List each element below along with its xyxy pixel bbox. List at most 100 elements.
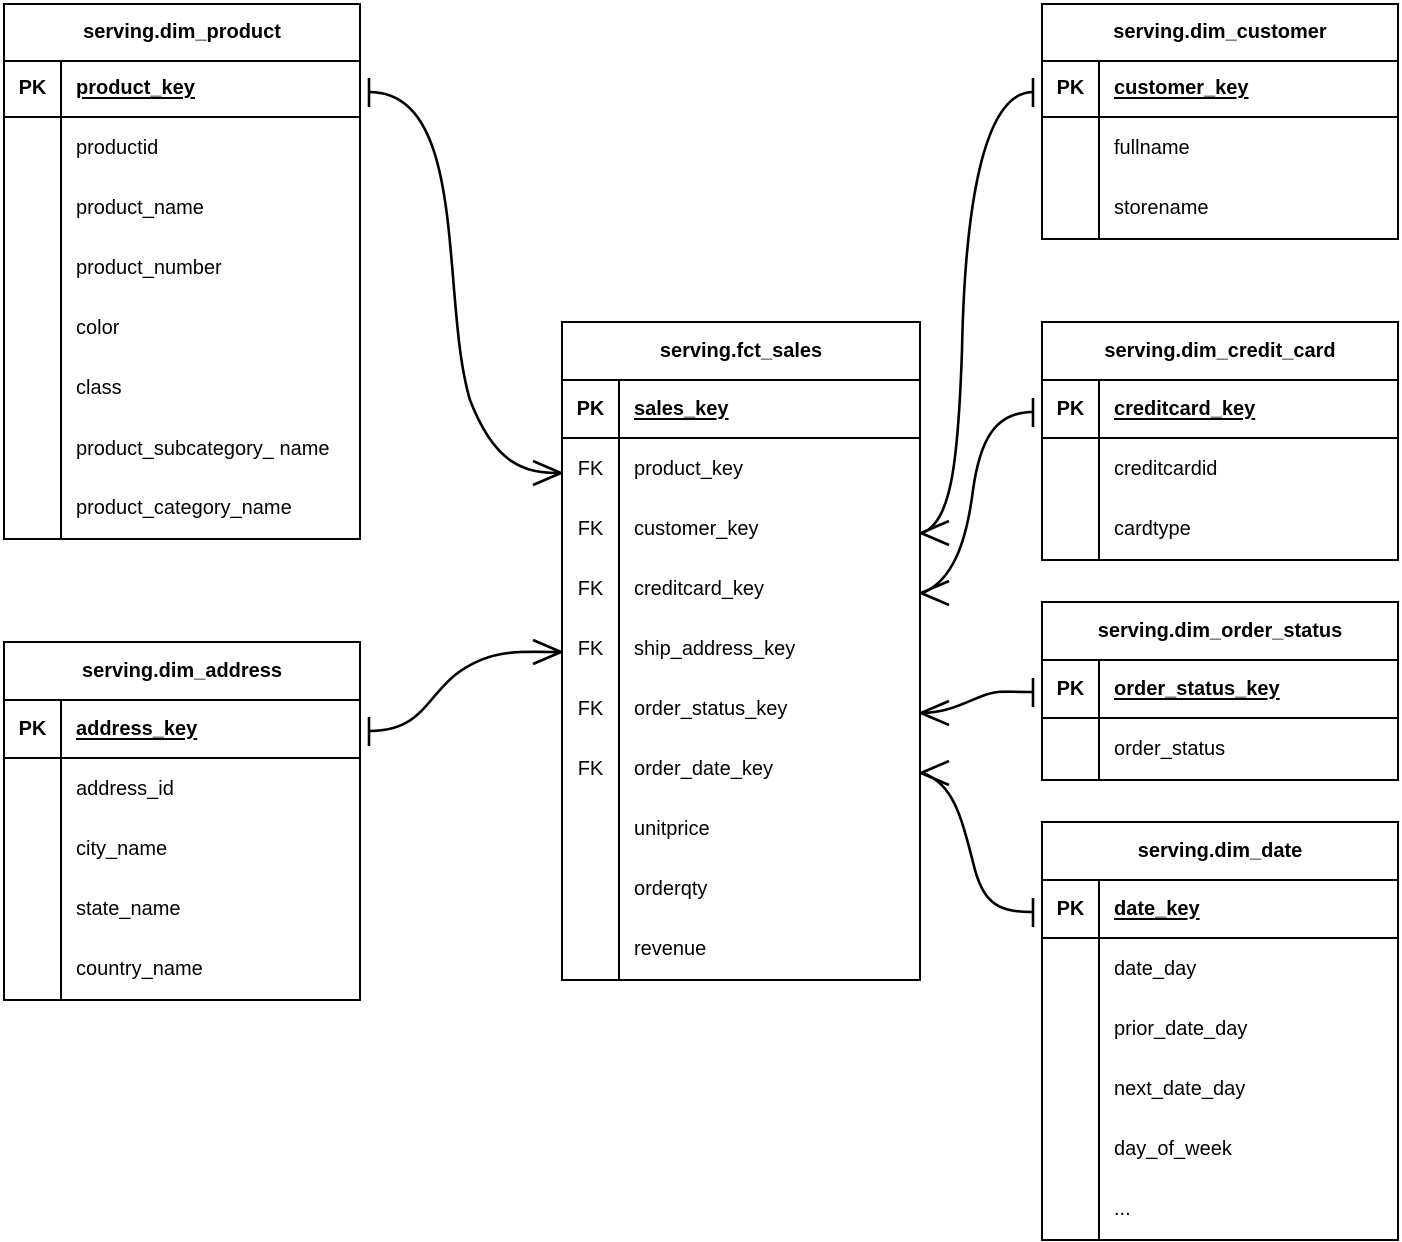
fk-column-name: ship_address_key bbox=[634, 637, 796, 660]
attribute-row: day_of_week bbox=[1114, 1137, 1232, 1160]
entity-title-dim-order-status: serving.dim_order_status bbox=[1043, 603, 1397, 661]
crowfoot-customer-bot bbox=[920, 531, 950, 547]
edge-product bbox=[368, 90, 560, 475]
entity-dim-address[interactable]: serving.dim_address PK address_key addre… bbox=[3, 641, 361, 1001]
fk-column-name: product_key bbox=[634, 457, 743, 480]
pk-row-dim-order-status: PK order_status_key bbox=[1043, 661, 1397, 719]
attribute-row: creditcardid bbox=[1114, 457, 1218, 480]
pk-row-dim-address: PK address_key bbox=[5, 701, 359, 759]
tag-gutter bbox=[563, 919, 620, 979]
crowfoot-orderstatus-top bbox=[920, 699, 950, 715]
pk-tag: PK bbox=[563, 381, 620, 437]
tag-gutter bbox=[563, 859, 620, 919]
measure-row: revenue bbox=[563, 919, 919, 979]
pk-column-name: date_key bbox=[1114, 897, 1200, 920]
columns-block-fct-sales: FK product_key FK customer_key FK credit… bbox=[563, 439, 919, 979]
fk-column-name: order_status_key bbox=[634, 697, 788, 720]
edge-customer bbox=[922, 90, 1034, 535]
attribute-row: cardtype bbox=[1114, 517, 1191, 540]
crowfoot-date-bot bbox=[920, 771, 950, 787]
attributes-block-dim-date: date_day prior_date_day next_date_day da… bbox=[1043, 939, 1397, 1239]
crowfoot-creditcard-top bbox=[920, 579, 950, 595]
tag-gutter bbox=[1043, 939, 1100, 1239]
attribute-row: product_name bbox=[76, 196, 204, 219]
fk-row: FK order_status_key bbox=[563, 679, 919, 739]
measure-name: orderqty bbox=[634, 877, 708, 900]
pk-row-fct-sales: PK sales_key bbox=[563, 381, 919, 439]
pk-column-name: order_status_key bbox=[1114, 677, 1280, 700]
pk-row-dim-credit-card: PK creditcard_key bbox=[1043, 381, 1397, 439]
entity-dim-date[interactable]: serving.dim_date PK date_key date_day pr… bbox=[1041, 821, 1399, 1241]
tag-gutter bbox=[5, 118, 62, 538]
measure-name: revenue bbox=[634, 937, 707, 960]
attribute-row: country_name bbox=[76, 957, 203, 980]
entity-title-dim-date: serving.dim_date bbox=[1043, 823, 1397, 881]
crowfoot-creditcard-bot bbox=[920, 591, 950, 607]
measure-row: orderqty bbox=[563, 859, 919, 919]
attribute-row-ellipsis: ... bbox=[1114, 1197, 1131, 1220]
tag-gutter bbox=[5, 759, 62, 999]
attribute-row: address_id bbox=[76, 777, 174, 800]
entity-title-dim-customer: serving.dim_customer bbox=[1043, 5, 1397, 62]
entity-dim-order-status[interactable]: serving.dim_order_status PK order_status… bbox=[1041, 601, 1399, 781]
fk-tag: FK bbox=[563, 619, 620, 679]
attribute-row: product_subcategory_ name bbox=[76, 437, 330, 460]
attribute-row: order_status bbox=[1114, 737, 1226, 760]
entity-title-dim-credit-card: serving.dim_credit_card bbox=[1043, 323, 1397, 381]
measure-row: unitprice bbox=[563, 799, 919, 859]
fk-row: FK creditcard_key bbox=[563, 559, 919, 619]
pk-row-dim-date: PK date_key bbox=[1043, 881, 1397, 939]
attributes-block-dim-address: address_id city_name state_name country_… bbox=[5, 759, 359, 999]
entity-title-dim-address: serving.dim_address bbox=[5, 643, 359, 701]
crowfoot-product-top bbox=[532, 459, 562, 475]
attribute-row: date_day bbox=[1114, 957, 1197, 980]
attribute-row: next_date_day bbox=[1114, 1077, 1246, 1100]
pk-column-name: product_key bbox=[76, 77, 195, 100]
pk-column-name: customer_key bbox=[1114, 77, 1249, 100]
entity-title-fct-sales: serving.fct_sales bbox=[563, 323, 919, 381]
crowfoot-orderstatus-bot bbox=[920, 711, 950, 727]
pk-tag: PK bbox=[1043, 661, 1100, 717]
entity-dim-product[interactable]: serving.dim_product PK product_key produ… bbox=[3, 3, 361, 540]
attributes-block-dim-order-status: order_status bbox=[1043, 719, 1397, 779]
attribute-row: storename bbox=[1114, 196, 1209, 219]
edge-orderstatus bbox=[922, 690, 1034, 715]
attributes-block-dim-customer: fullname storename bbox=[1043, 118, 1397, 238]
pk-tag: PK bbox=[5, 701, 62, 757]
fk-row: FK ship_address_key bbox=[563, 619, 919, 679]
pk-tag: PK bbox=[1043, 881, 1100, 937]
fk-tag: FK bbox=[563, 739, 620, 799]
pk-tag: PK bbox=[1043, 61, 1100, 116]
fk-column-name: creditcard_key bbox=[634, 577, 765, 600]
entity-dim-credit-card[interactable]: serving.dim_credit_card PK creditcard_ke… bbox=[1041, 321, 1399, 561]
attribute-row: city_name bbox=[76, 837, 168, 860]
tag-gutter bbox=[1043, 118, 1100, 238]
attribute-row: product_category_name bbox=[76, 496, 292, 519]
measure-name: unitprice bbox=[634, 817, 710, 840]
entity-dim-customer[interactable]: serving.dim_customer PK customer_key ful… bbox=[1041, 3, 1399, 240]
pk-column-name: address_key bbox=[76, 717, 198, 740]
entity-title-dim-product: serving.dim_product bbox=[5, 5, 359, 62]
fk-row: FK product_key bbox=[563, 439, 919, 499]
attributes-block-dim-credit-card: creditcardid cardtype bbox=[1043, 439, 1397, 559]
fk-column-name: order_date_key bbox=[634, 757, 773, 780]
edge-address bbox=[368, 650, 560, 733]
fk-tag: FK bbox=[563, 499, 620, 559]
pk-tag: PK bbox=[5, 61, 62, 116]
pk-row-dim-customer: PK customer_key bbox=[1043, 61, 1397, 118]
attribute-row: fullname bbox=[1114, 136, 1190, 159]
tag-gutter bbox=[1043, 719, 1100, 779]
attribute-row: state_name bbox=[76, 897, 181, 920]
attribute-row: color bbox=[76, 316, 120, 339]
crowfoot-date-top bbox=[920, 759, 950, 775]
edge-date bbox=[922, 771, 1034, 914]
fk-tag: FK bbox=[563, 559, 620, 619]
crowfoot-address-top bbox=[532, 638, 562, 654]
pk-tag: PK bbox=[1043, 381, 1100, 437]
crowfoot-address-bot bbox=[532, 650, 562, 666]
pk-row-dim-product: PK product_key bbox=[5, 61, 359, 118]
entity-fct-sales[interactable]: serving.fct_sales PK sales_key FK produc… bbox=[561, 321, 921, 981]
crowfoot-product-bot bbox=[532, 471, 562, 487]
tag-gutter bbox=[1043, 439, 1100, 559]
